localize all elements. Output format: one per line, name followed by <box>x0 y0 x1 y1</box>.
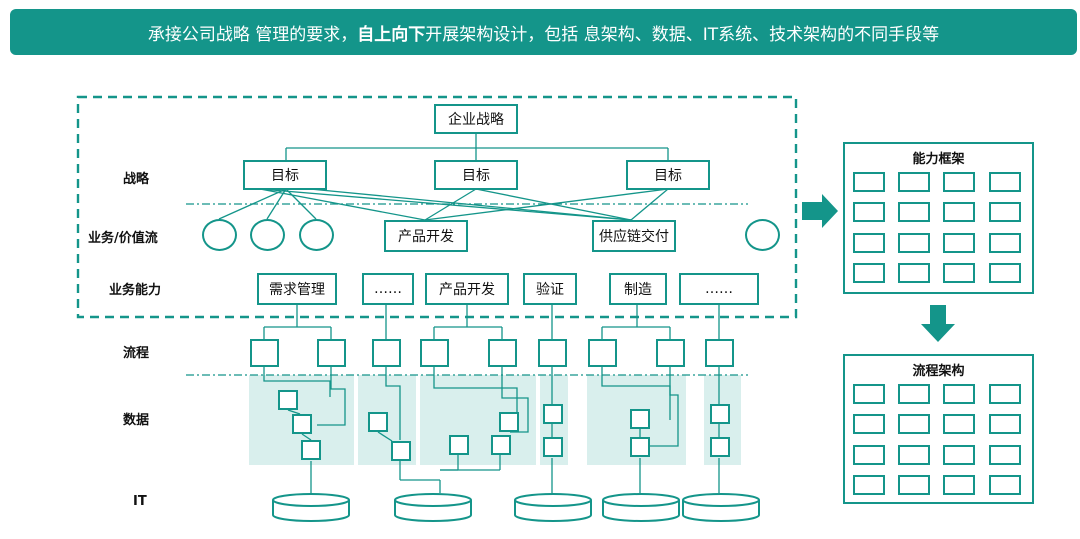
framework-cell <box>943 475 975 495</box>
goal-box-1: 目标 <box>243 160 327 190</box>
framework-cell <box>943 202 975 222</box>
framework-cell <box>989 202 1021 222</box>
framework-cell <box>898 414 930 434</box>
process-box <box>420 339 449 367</box>
value-stream-oval-1 <box>202 219 237 251</box>
enterprise-strategy-box: 企业战略 <box>434 104 518 134</box>
framework-cell <box>853 202 885 222</box>
value-stream-product-dev: 产品开发 <box>384 220 468 252</box>
process-box <box>488 339 517 367</box>
data-entity-box <box>292 414 312 434</box>
data-entity-box <box>630 437 650 457</box>
banner-text-part2: 开展架构设计，包括 息架构、数据、IT系统、技术架构的不同手段等 <box>425 24 940 45</box>
header-banner: 承接公司战略 管理的要求，自上向下开展架构设计，包括 息架构、数据、IT系统、技… <box>10 9 1077 55</box>
framework-cell <box>898 263 930 283</box>
value-stream-oval-3 <box>299 219 334 251</box>
framework-cell <box>853 475 885 495</box>
row-label-data: 数据 <box>123 413 150 428</box>
value-stream-supply-chain: 供应链交付 <box>592 220 676 252</box>
capability-box-3: 产品开发 <box>425 273 509 305</box>
banner-text-bold: 自上向下 <box>357 24 426 45</box>
capability-box-6: …… <box>679 273 759 305</box>
framework-cell <box>853 233 885 253</box>
framework-cell <box>989 384 1021 404</box>
capability-box-4: 验证 <box>523 273 577 305</box>
banner-text-part1: 承接公司战略 管理的要求， <box>147 24 358 45</box>
data-entity-box <box>368 412 388 432</box>
value-stream-oval-2 <box>250 219 285 251</box>
framework-cell <box>853 414 885 434</box>
data-entity-box <box>710 404 730 424</box>
framework-cell <box>853 445 885 465</box>
data-entity-box <box>449 435 469 455</box>
data-entity-box <box>499 412 519 432</box>
row-label-process: 流程 <box>123 346 150 361</box>
capability-framework-title: 能力框架 <box>912 152 965 167</box>
goal-box-2: 目标 <box>434 160 518 190</box>
process-box <box>250 339 279 367</box>
row-label-it: IT <box>133 494 147 509</box>
data-entity-box <box>278 390 298 410</box>
value-stream-oval-4 <box>745 219 780 251</box>
process-box <box>656 339 685 367</box>
row-label-capability: 业务能力 <box>109 283 162 298</box>
framework-cell <box>898 445 930 465</box>
framework-cell <box>898 202 930 222</box>
row-label-strategy: 战略 <box>123 172 150 187</box>
capability-box-2: …… <box>362 273 414 305</box>
capability-box-5: 制造 <box>609 273 667 305</box>
framework-cell <box>853 172 885 192</box>
framework-cell <box>989 445 1021 465</box>
framework-cell <box>943 414 975 434</box>
framework-cell <box>989 233 1021 253</box>
data-entity-box <box>391 441 411 461</box>
process-box <box>588 339 617 367</box>
capability-box-1: 需求管理 <box>257 273 337 305</box>
framework-cell <box>943 445 975 465</box>
process-box <box>372 339 401 367</box>
framework-cell <box>943 233 975 253</box>
arrow-down-icon <box>921 305 955 342</box>
framework-cell <box>898 384 930 404</box>
process-box <box>705 339 734 367</box>
framework-cell <box>898 233 930 253</box>
process-architecture-title: 流程架构 <box>912 364 965 379</box>
arrow-right-icon <box>802 194 838 228</box>
framework-cell <box>853 263 885 283</box>
framework-cell <box>989 414 1021 434</box>
row-label-value-stream: 业务/价值流 <box>88 231 158 246</box>
process-box <box>538 339 567 367</box>
framework-cell <box>943 263 975 283</box>
goal-box-3: 目标 <box>626 160 710 190</box>
framework-cell <box>989 172 1021 192</box>
framework-cell <box>898 475 930 495</box>
process-architecture-panel: 流程架构 <box>843 354 1034 504</box>
data-entity-box <box>301 440 321 460</box>
framework-cell <box>853 384 885 404</box>
process-box <box>317 339 346 367</box>
capability-framework-panel: 能力框架 <box>843 142 1034 294</box>
framework-cell <box>898 172 930 192</box>
data-entity-box <box>543 404 563 424</box>
data-entity-box <box>491 435 511 455</box>
framework-cell <box>943 172 975 192</box>
framework-cell <box>943 384 975 404</box>
data-entity-box <box>630 409 650 429</box>
data-entity-box <box>543 437 563 457</box>
framework-cell <box>989 263 1021 283</box>
framework-cell <box>989 475 1021 495</box>
data-entity-box <box>710 437 730 457</box>
